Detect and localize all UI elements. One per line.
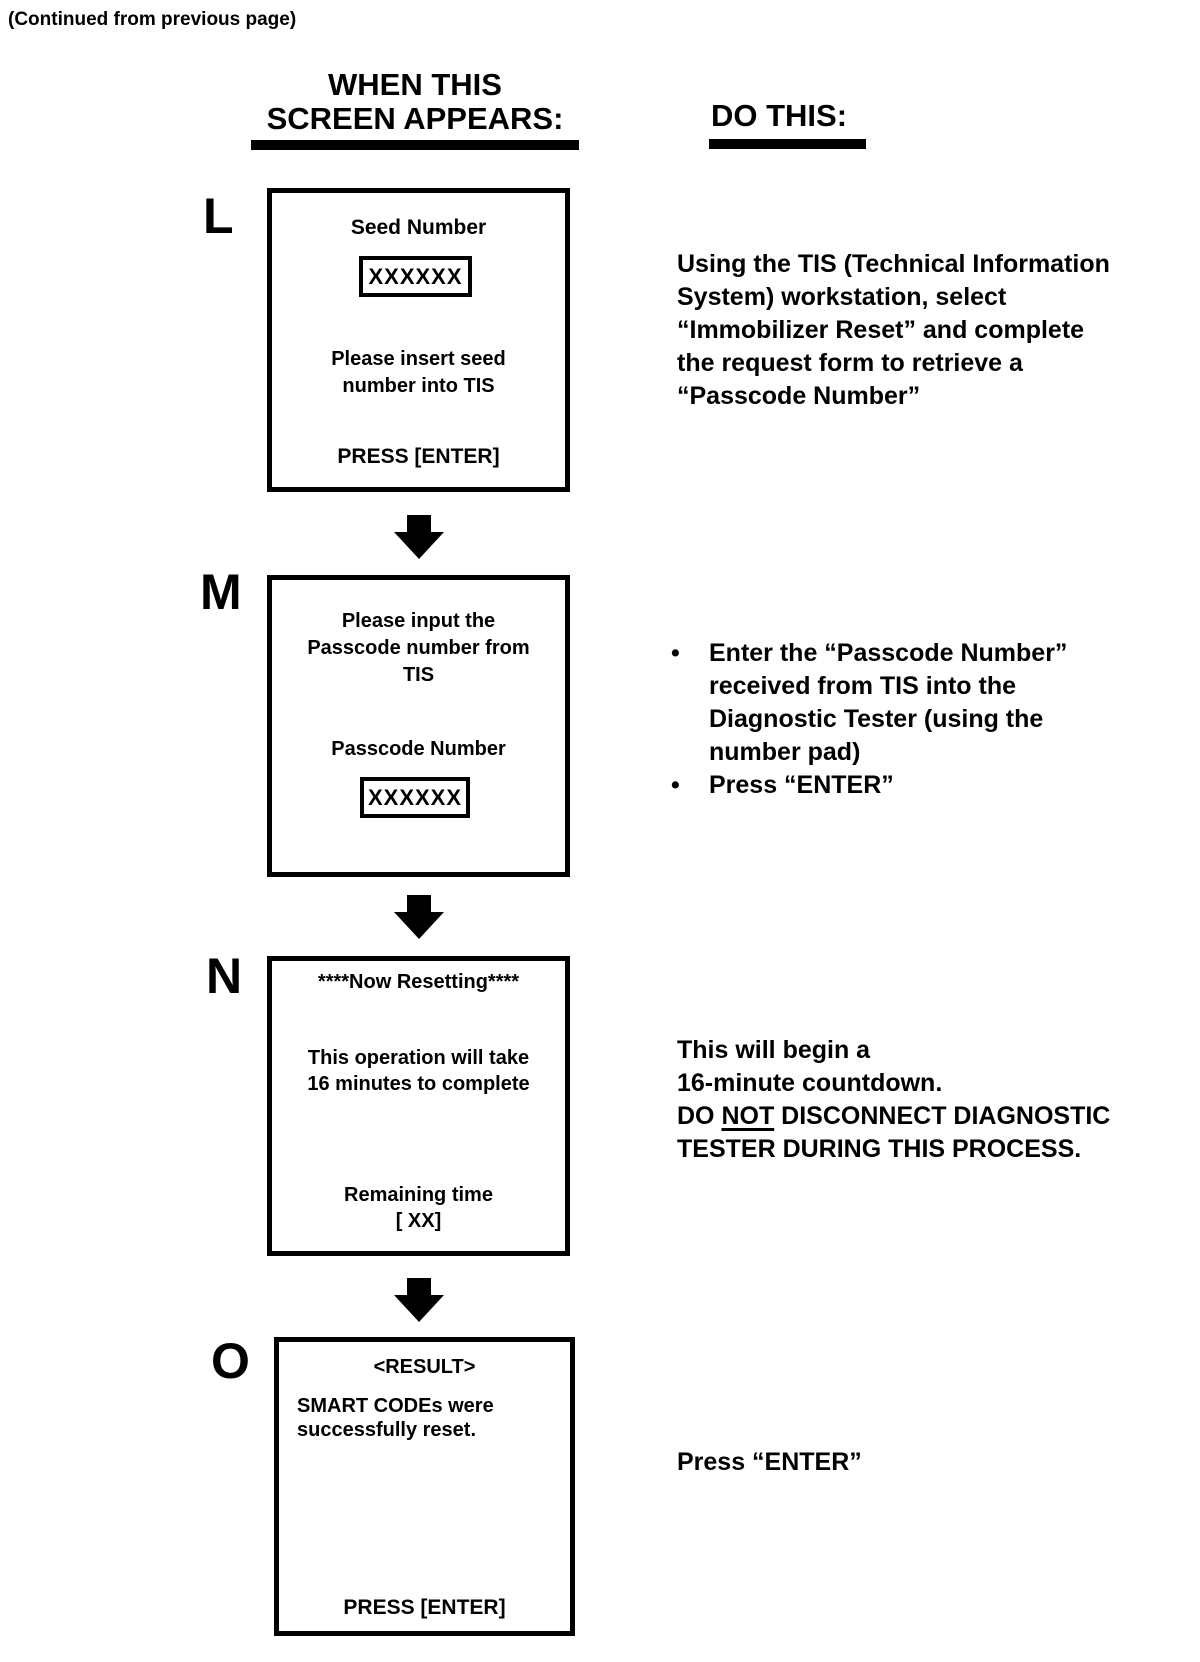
- warning-prefix: DO: [677, 1102, 722, 1130]
- step-label-l: L: [203, 188, 234, 244]
- screen-n-message: This operation will take 16 minutes to c…: [307, 1047, 530, 1095]
- arrow-head: [394, 1295, 444, 1322]
- bullet-text-enter-passcode: Enter the “Passcode Number” received fro…: [709, 639, 1068, 766]
- screen-o-title: <RESULT>: [373, 1356, 476, 1378]
- down-arrow-icon: [394, 515, 444, 559]
- bullet-item: • Press “ENTER”: [671, 769, 1196, 802]
- instruction-n: This will begin a 16-minute countdown. D…: [677, 1034, 1200, 1166]
- arrow-head: [394, 912, 444, 939]
- screen-n-remaining-time: Remaining time [ XX]: [344, 1184, 493, 1232]
- arrow-stem: [407, 1278, 431, 1297]
- step-label-n: N: [206, 948, 243, 1004]
- column-header-do-this: DO THIS:: [711, 98, 848, 133]
- screen-box-o: <RESULT> SMART CODEs were successfully r…: [274, 1337, 575, 1636]
- column-header-when-this-screen-appears: WHEN THIS SCREEN APPEARS:: [266, 67, 564, 136]
- down-arrow-icon: [394, 895, 444, 939]
- screen-o-message: SMART CODEs were successfully reset.: [297, 1395, 494, 1441]
- screen-l-press-enter: PRESS [ENTER]: [337, 445, 500, 468]
- screen-box-l: Seed Number XXXXXX Please insert seed nu…: [267, 188, 570, 492]
- screen-box-n: ****Now Resetting**** This operation wil…: [267, 956, 570, 1256]
- header-underline-left: [251, 140, 579, 150]
- warning-not-underlined: NOT: [721, 1102, 775, 1130]
- screen-n-title: ****Now Resetting****: [317, 971, 520, 993]
- instruction-m-bullets: • Enter the “Passcode Number” received f…: [671, 637, 1196, 802]
- arrow-stem: [407, 895, 431, 914]
- step-label-m: M: [200, 564, 242, 620]
- screen-m-field-label: Passcode Number: [331, 738, 506, 760]
- bullet-text-press-enter: Press “ENTER”: [709, 771, 894, 799]
- screen-l-message: Please insert seed number into TIS: [331, 348, 506, 397]
- instruction-n-line1: This will begin a: [677, 1036, 871, 1064]
- seed-number-field: XXXXXX: [359, 256, 472, 297]
- warning-line2: TESTER DURING THIS PROCESS.: [677, 1135, 1082, 1163]
- seed-number-value: XXXXXX: [368, 263, 463, 289]
- warning-line1-rest: DISCONNECT DIAGNOSTIC: [774, 1102, 1111, 1130]
- instruction-n-warning: DO NOT DISCONNECT DIAGNOSTIC TESTER DURIN…: [677, 1100, 1200, 1166]
- bullet-icon: •: [671, 771, 680, 799]
- header-underline-right: [709, 139, 866, 149]
- screen-m-message: Please input the Passcode number from TI…: [307, 610, 530, 686]
- screen-box-m: Please input the Passcode number from TI…: [267, 575, 570, 877]
- instruction-o: Press “ENTER”: [677, 1448, 862, 1476]
- arrow-head: [394, 532, 444, 559]
- screen-l-title: Seed Number: [350, 216, 487, 239]
- continued-note: (Continued from previous page): [8, 9, 297, 30]
- down-arrow-icon: [394, 1278, 444, 1322]
- step-label-o: O: [211, 1333, 250, 1389]
- instruction-n-line2: 16-minute countdown.: [677, 1069, 943, 1097]
- bullet-icon: •: [671, 639, 680, 667]
- passcode-number-value: XXXXXX: [367, 784, 463, 810]
- bullet-item: • Enter the “Passcode Number” received f…: [671, 637, 1196, 769]
- passcode-number-field: XXXXXX: [360, 777, 470, 818]
- instruction-l: Using the TIS (Technical Information Sys…: [677, 250, 1110, 410]
- arrow-stem: [407, 515, 431, 534]
- screen-o-press-enter: PRESS [ENTER]: [343, 1596, 506, 1619]
